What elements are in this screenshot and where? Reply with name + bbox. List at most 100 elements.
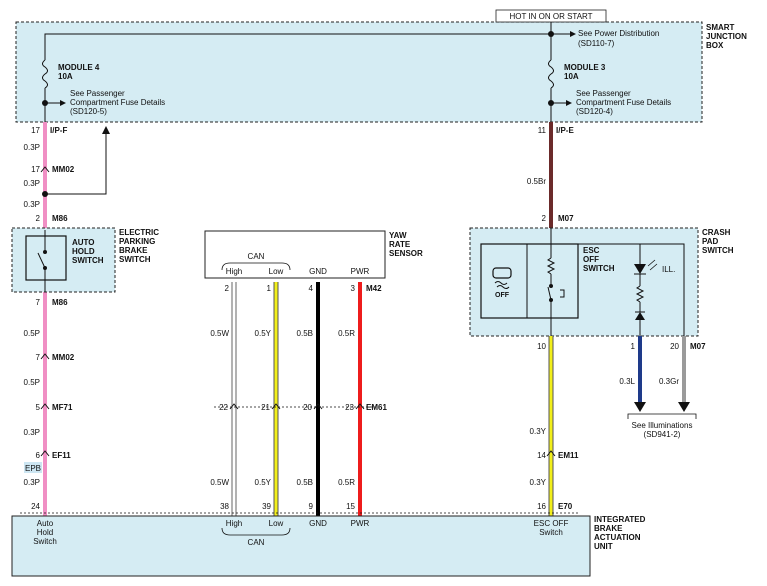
illum-label-1: See Illuminations xyxy=(632,421,693,430)
cp-pin-1: 1 xyxy=(631,342,636,351)
esc-off-icon-label: OFF xyxy=(495,292,510,299)
ibau-title-4: UNIT xyxy=(594,542,613,551)
blue-arrow-head xyxy=(634,402,646,412)
ibau-auto-1: Auto xyxy=(37,519,54,528)
epb-title-4: SWITCH xyxy=(119,255,151,264)
sjb-title-2: JUNCTION xyxy=(706,32,747,41)
w-gray: 0.3Gr xyxy=(659,377,679,386)
esc-pushbutton-icon xyxy=(560,289,565,298)
yaw-title-1: YAW xyxy=(389,231,407,240)
conn-mm02b: MM02 xyxy=(52,353,75,362)
yaw-high: High xyxy=(226,267,242,276)
ibau-gnd: GND xyxy=(309,519,327,528)
yaw-w-high: 0.5W xyxy=(210,329,229,338)
left-feedback-line xyxy=(45,134,107,195)
esc-label-1: ESC xyxy=(583,246,600,255)
yaw-low: Low xyxy=(269,267,284,276)
pin-left-bottom: 24 xyxy=(31,502,40,511)
yaw-w-low-2: 0.5Y xyxy=(255,478,272,487)
pcf-right-3: (SD120-4) xyxy=(576,107,613,116)
ill-led-ray1 xyxy=(647,259,656,267)
yaw-pwr: PWR xyxy=(351,267,370,276)
conn-m86a: M86 xyxy=(52,214,68,223)
epb-tag-box xyxy=(24,462,42,473)
gray-arrow-head xyxy=(678,402,690,412)
crash-title-3: SWITCH xyxy=(702,246,734,255)
wire-left-4: 0.5P xyxy=(24,329,40,338)
left-feedback-arrow xyxy=(102,126,110,134)
pin-ef11: 6 xyxy=(36,451,41,460)
yaw-can-bracket xyxy=(221,262,291,271)
pin-mm02b: 7 xyxy=(36,353,41,362)
wire-left-7: 0.3P xyxy=(24,478,40,487)
auto-hold-switch-box xyxy=(25,235,67,281)
conn-m07: M07 xyxy=(558,214,574,223)
conn-em11-symbol xyxy=(546,450,556,457)
epb-title-3: BRAKE xyxy=(119,246,148,255)
pin-ipe: 11 xyxy=(538,126,547,135)
fuse-module4-icon xyxy=(42,59,48,89)
pcf-left-arrow-head xyxy=(60,100,66,106)
yaw-bot-pin-pwr: 15 xyxy=(346,502,355,511)
ibau-pwr: PWR xyxy=(351,519,370,528)
cp-pin-20: 20 xyxy=(670,342,679,351)
pin-m86b: 7 xyxy=(36,298,41,307)
conn-mm02a-symbol xyxy=(40,166,50,173)
conn-mm02b-symbol xyxy=(40,353,50,360)
ibau-box xyxy=(11,515,591,577)
pcf-right-1: See Passenger xyxy=(576,89,631,98)
module4-rating: 10A xyxy=(58,72,73,81)
yaw-title-3: SENSOR xyxy=(389,249,423,258)
pin-mm02a: 17 xyxy=(31,165,40,174)
ibau-title-1: INTEGRATED xyxy=(594,515,646,524)
ill-resistor-icon xyxy=(635,285,645,303)
module3-rating: 10A xyxy=(564,72,579,81)
pin-right-bottom: 16 xyxy=(537,502,546,511)
yaw-pin-pwr: 3 xyxy=(351,284,356,293)
yaw-w-low: 0.5Y xyxy=(255,329,272,338)
yaw-bot-pin-gnd: 9 xyxy=(309,502,314,511)
yaw-mid-conn: EM61 xyxy=(366,403,387,412)
ill-diode-icon xyxy=(635,312,645,320)
conn-mf71-symbol xyxy=(40,403,50,410)
ahs-contact-top xyxy=(43,250,47,254)
ibau-title-3: ACTUATION xyxy=(594,533,641,542)
epb-tag: EPB xyxy=(25,464,41,473)
conn-em11: EM11 xyxy=(558,451,579,460)
pcf-left-1: See Passenger xyxy=(70,89,125,98)
ibau-low: Low xyxy=(269,519,284,528)
esc-label-2: OFF xyxy=(583,255,599,264)
crash-title-2: PAD xyxy=(702,237,719,246)
pcf-left-2: Compartment Fuse Details xyxy=(70,98,165,107)
ibau-esc-2: Switch xyxy=(539,528,563,537)
wire-right-3: 0.3Y xyxy=(530,478,547,487)
pd-label-2: (SD110-7) xyxy=(578,39,615,48)
wire-left-1: 0.3P xyxy=(24,143,40,152)
ill-led-icon xyxy=(634,264,646,274)
yaw-pin-gnd: 4 xyxy=(309,284,314,293)
sjb-title-1: SMART xyxy=(706,23,735,32)
ibau-high: High xyxy=(226,519,242,528)
yaw-title-2: RATE xyxy=(389,240,411,249)
yaw-w-pwr: 0.5R xyxy=(338,329,355,338)
yaw-conn: M42 xyxy=(366,284,382,293)
ahs-label-1: AUTO xyxy=(72,238,95,247)
yaw-w-pwr-2: 0.5R xyxy=(338,478,355,487)
esc-switch-arm xyxy=(547,286,552,301)
wire-left-3: 0.3P xyxy=(24,200,40,209)
pin-m86a: 2 xyxy=(36,214,41,223)
wire-right-2: 0.3Y xyxy=(530,427,547,436)
ahs-switch-arm xyxy=(37,252,46,269)
ill-label: ILL. xyxy=(662,265,675,274)
yaw-bot-pin-low: 39 xyxy=(262,502,271,511)
conn-ef11: EF11 xyxy=(52,451,71,460)
yaw-mid-pin-high: 22 xyxy=(219,403,228,412)
esc-off-car-icon xyxy=(492,267,512,289)
pin-em11: 14 xyxy=(537,451,546,460)
pin-10: 10 xyxy=(537,342,546,351)
yaw-bot-pin-high: 38 xyxy=(220,502,229,511)
pin-mf71: 5 xyxy=(36,403,41,412)
module3-label: MODULE 3 xyxy=(564,63,606,72)
